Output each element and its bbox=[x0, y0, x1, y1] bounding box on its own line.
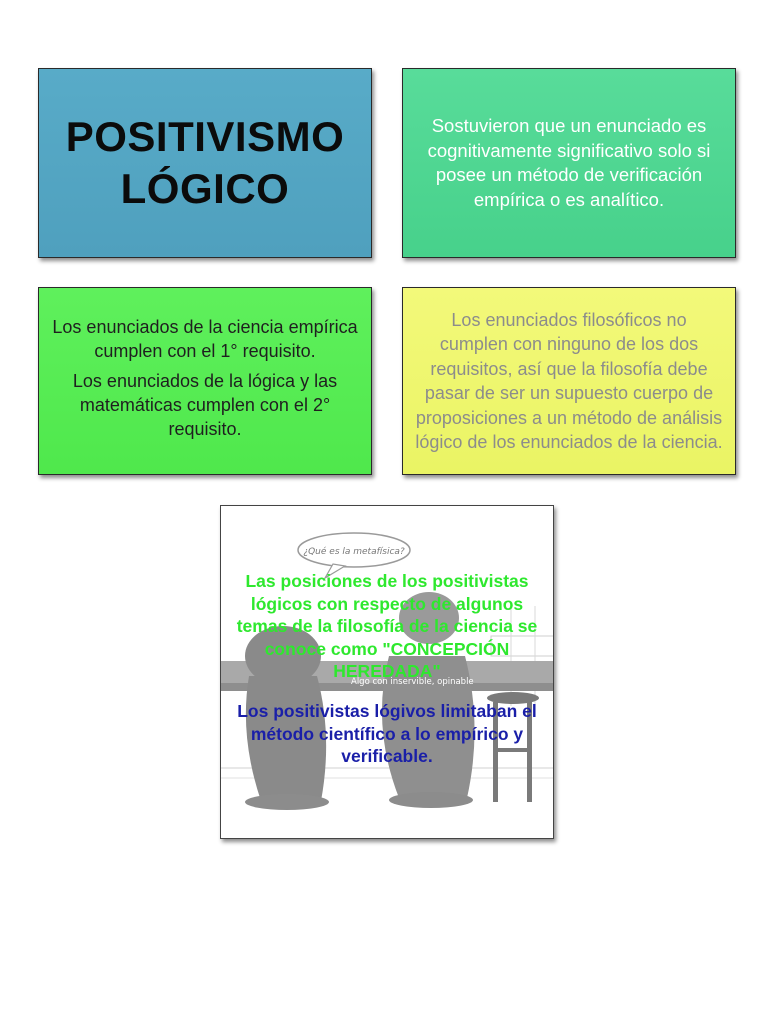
philosophy-box: Los enunciados filosóficos no cumplen co… bbox=[402, 287, 736, 475]
definition-box: Sostuvieron que un enunciado es cognitiv… bbox=[402, 68, 736, 258]
speech-bubble-text: ¿Qué es la metafísica? bbox=[303, 546, 405, 557]
science-paragraph-2: Los enunciados de la lógica y las matemá… bbox=[72, 371, 338, 439]
philosophy-text: Los enunciados filosóficos no cumplen co… bbox=[415, 309, 723, 453]
title-line-1: POSITIVISMO bbox=[65, 113, 345, 160]
sign-text: Algo con inservible, opinable bbox=[351, 677, 474, 687]
title-line-2: LÓGICO bbox=[120, 165, 290, 212]
cartoon-illustration: ¿Qué es la metafísica? Algo con inservib… bbox=[221, 506, 553, 838]
science-box: Los enunciados de la ciencia empírica cu… bbox=[38, 287, 372, 475]
title-box: POSITIVISMO LÓGICO bbox=[38, 68, 372, 258]
definition-text: Sostuvieron que un enunciado es cognitiv… bbox=[427, 115, 711, 210]
science-paragraph-1: Los enunciados de la ciencia empírica cu… bbox=[52, 317, 358, 361]
blue-caption: Los positivistas lógivos limitaban el mé… bbox=[237, 701, 537, 766]
green-caption: Las posiciones de los positivistas lógic… bbox=[236, 571, 538, 681]
illustration-panel: ¿Qué es la metafísica? Algo con inservib… bbox=[220, 505, 554, 839]
